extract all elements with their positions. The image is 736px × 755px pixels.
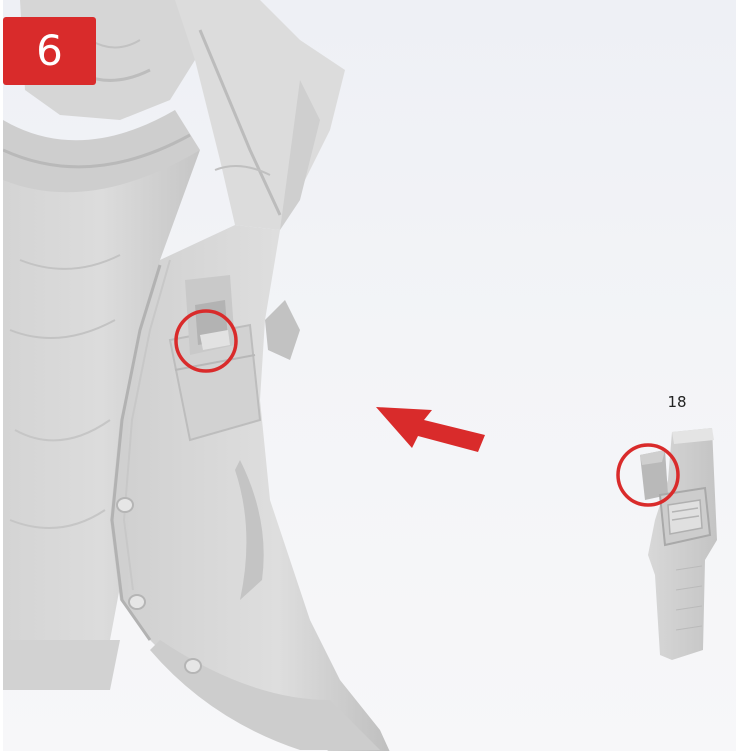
snap-button bbox=[117, 498, 133, 512]
frame-edge bbox=[0, 0, 3, 755]
part-18-model bbox=[640, 428, 717, 660]
frame-edge bbox=[0, 751, 736, 755]
step-badge: 6 bbox=[3, 17, 96, 85]
left-pointing-arrow-icon bbox=[376, 407, 485, 452]
step-number: 6 bbox=[36, 30, 63, 72]
part-number-label: 18 bbox=[662, 393, 692, 411]
jacket-model bbox=[110, 0, 390, 752]
snap-button bbox=[129, 595, 145, 609]
snap-button bbox=[185, 659, 201, 673]
